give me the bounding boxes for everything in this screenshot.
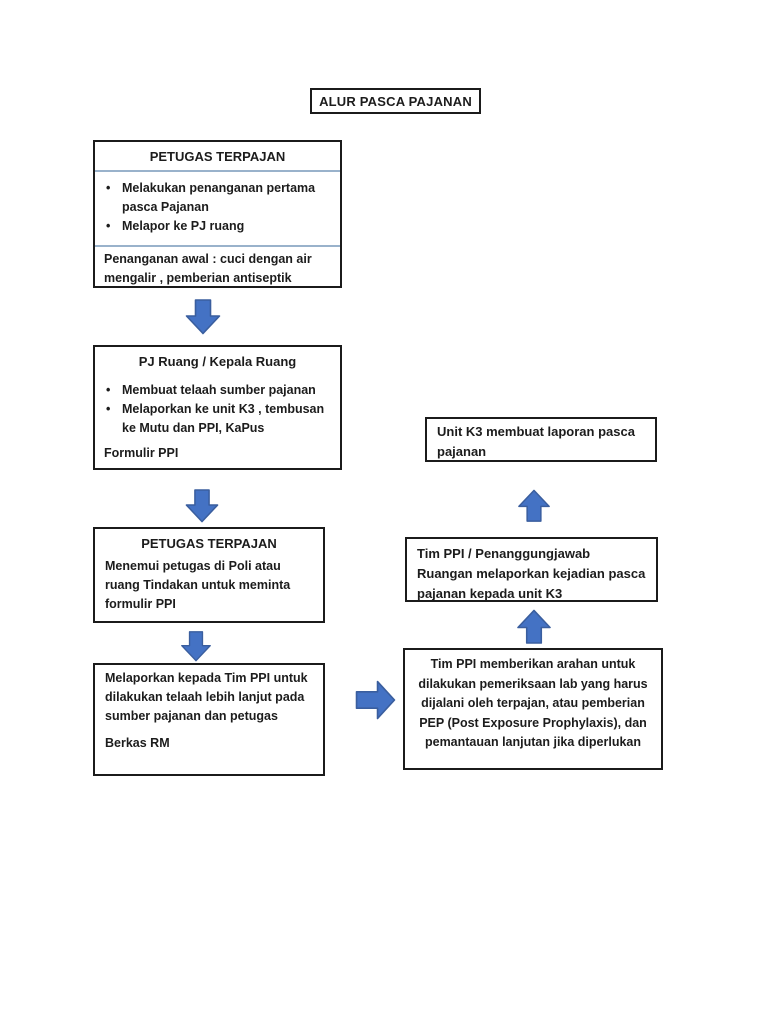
arrow-up-icon bbox=[516, 609, 552, 644]
arrow-right-icon bbox=[355, 679, 396, 721]
bullet-item: • Membuat telaah sumber pajanan bbox=[95, 381, 340, 400]
bullet-dot: • bbox=[106, 181, 111, 195]
bullet-text: Melakukan penanganan pertama pasca Pajan… bbox=[122, 181, 316, 214]
diagram-title-box: ALUR PASCA PAJANAN bbox=[310, 88, 481, 114]
bullet-item: • Melapor ke PJ ruang bbox=[95, 217, 340, 236]
box-pj-ruang: PJ Ruang / Kepala Ruang • Membuat telaah … bbox=[93, 345, 342, 470]
box-tim-ppi-lapor-body: Tim PPI / Penanggungjawab Ruangan melapo… bbox=[417, 546, 646, 601]
box-pj-ruang-footer: Formulir PPI bbox=[104, 446, 179, 460]
bullet-text: Melaporkan ke unit K3 , tembusan ke Mutu… bbox=[122, 402, 325, 435]
bullet-list: • Melakukan penanganan pertama pasca Paja… bbox=[95, 179, 340, 236]
box-unit-k3: Unit K3 membuat laporan pasca pajanan bbox=[425, 417, 657, 462]
box-petugas-terpajan-2-header: PETUGAS TERPAJAN bbox=[141, 536, 277, 551]
header-divider bbox=[95, 170, 340, 172]
box-unit-k3-body: Unit K3 membuat laporan pasca pajanan bbox=[437, 424, 635, 459]
box-pj-ruang-header: PJ Ruang / Kepala Ruang bbox=[138, 354, 297, 369]
bullet-item: • Melaporkan ke unit K3 , tembusan ke Mut… bbox=[95, 400, 340, 438]
diagram-title: ALUR PASCA PAJANAN bbox=[319, 93, 472, 109]
box-petugas-terpajan-1-header: PETUGAS TERPAJAN bbox=[149, 149, 286, 164]
box-tim-ppi-lapor: Tim PPI / Penanggungjawab Ruangan melapo… bbox=[405, 537, 658, 602]
box-petugas-terpajan-1-footer: Penanganan awal : cuci dengan air mengal… bbox=[104, 252, 312, 285]
box-tim-ppi-arahan-body: Tim PPI memberikan arahan untuk dilakuka… bbox=[418, 657, 648, 749]
arrow-down-icon bbox=[185, 299, 221, 335]
box-lapor-tim-ppi-footer: Berkas RM bbox=[105, 736, 170, 750]
bullet-dot: • bbox=[106, 219, 111, 233]
bullet-text: Melapor ke PJ ruang bbox=[122, 219, 245, 233]
arrow-down-icon bbox=[177, 631, 215, 662]
box-tim-ppi-arahan: Tim PPI memberikan arahan untuk dilakuka… bbox=[403, 648, 663, 770]
bullet-list: • Membuat telaah sumber pajanan • Melapork… bbox=[95, 381, 340, 438]
box-petugas-terpajan-1: PETUGAS TERPAJAN • Melakukan penanganan p… bbox=[93, 140, 342, 288]
box-petugas-terpajan-2: PETUGAS TERPAJAN Menemui petugas di Poli… bbox=[93, 527, 325, 623]
box-petugas-terpajan-2-body: Menemui petugas di Poli atau ruang Tinda… bbox=[105, 559, 291, 611]
bullet-text: Membuat telaah sumber pajanan bbox=[122, 383, 316, 397]
footer-divider bbox=[95, 245, 340, 247]
bullet-dot: • bbox=[106, 402, 111, 416]
bullet-item: • Melakukan penanganan pertama pasca Paja… bbox=[95, 179, 340, 217]
box-lapor-tim-ppi: Melaporkan kepada Tim PPI untuk dilakuka… bbox=[93, 663, 325, 776]
arrow-down-icon bbox=[184, 489, 220, 523]
box-lapor-tim-ppi-body: Melaporkan kepada Tim PPI untuk dilakuka… bbox=[105, 671, 308, 723]
arrow-up-icon bbox=[517, 489, 551, 522]
bullet-dot: • bbox=[106, 383, 111, 397]
